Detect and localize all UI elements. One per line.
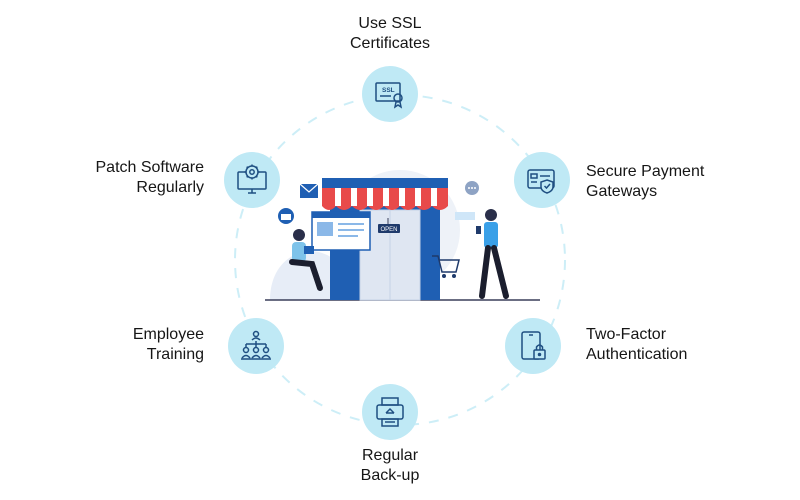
patch-software-node [224,152,280,208]
patch-software-label: Patch Software Regularly [56,158,205,198]
secure-payment-node [514,152,570,208]
backup-drive-icon [376,397,404,427]
team-hierarchy-icon [241,330,271,360]
monitor-gear-icon [237,164,267,194]
secure-payment-label: Secure Payment Gateways [586,162,704,202]
employee-training-label: Employee Training [104,325,204,365]
label-line-2: Authentication [586,346,688,363]
svg-text:SSL: SSL [382,87,395,94]
label-line-1: Secure Payment [586,163,705,180]
ssl-certificate-icon: SSL [375,82,403,109]
ssl-certificate-node: SSL [362,66,418,122]
two-factor-node [505,318,561,374]
regular-backup-label: Regular Back-up [340,446,440,486]
label-line-1: Patch Software [95,159,205,176]
label-line-1: Two-Factor [586,326,667,343]
regular-backup-node [362,384,418,440]
storefront-illustration: OPEN [265,170,540,301]
label-line-2: Regularly [136,179,204,196]
ssl-certificates-label: Use SSL Certificates [340,14,440,54]
open-sign-text: OPEN [380,227,397,233]
label-line-2: Training [146,346,204,363]
label-line-2: Certificates [349,35,431,52]
two-factor-label: Two-Factor Authentication [586,325,687,365]
label-line-2: Gateways [586,183,658,200]
tablet-lock-icon [521,331,546,360]
label-line-1: Employee [132,326,204,343]
employee-training-node [228,318,284,374]
secure-card-icon [527,169,555,194]
label-line-1: Regular [361,447,419,464]
label-line-2: Back-up [360,467,420,484]
label-line-1: Use SSL [358,15,422,32]
